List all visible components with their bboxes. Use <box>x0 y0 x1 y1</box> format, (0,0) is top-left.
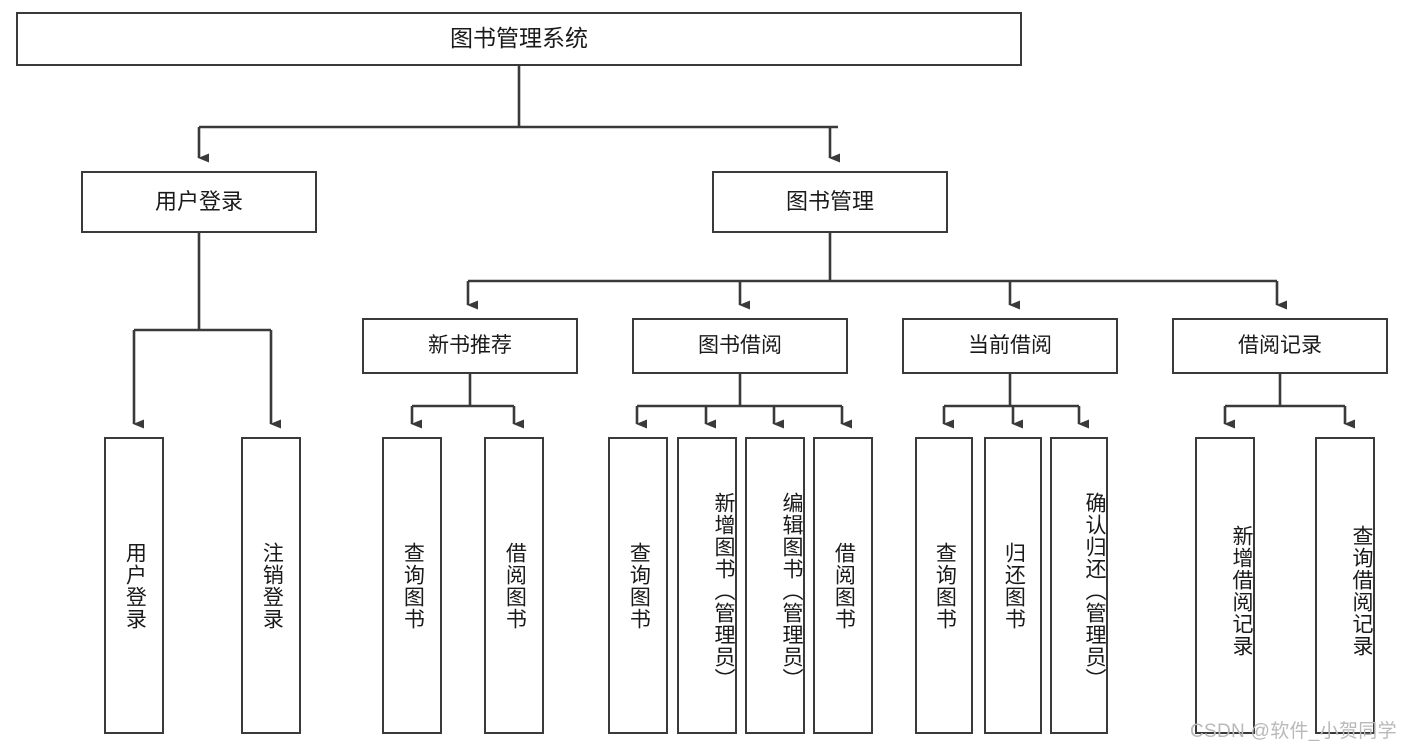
node-book-borrow[interactable]: 图书借阅 <box>632 318 848 374</box>
node-label: 查询图书 <box>933 541 957 630</box>
node-label: 注销登录 <box>260 541 284 630</box>
leaf-query-borrow-record[interactable]: 查询借阅记录 <box>1315 437 1375 734</box>
leaf-query-book-borrow[interactable]: 查询图书 <box>608 437 668 734</box>
leaf-confirm-return-admin[interactable]: 确认归还（管理员） <box>1050 437 1108 734</box>
csdn-watermark: CSDN @软件_小贺同学 <box>1190 721 1397 742</box>
node-new-book-recommend[interactable]: 新书推荐 <box>362 318 578 374</box>
node-current-borrow[interactable]: 当前借阅 <box>902 318 1118 374</box>
node-label: 查询图书 <box>401 541 425 630</box>
leaf-user-login[interactable]: 用户登录 <box>104 437 164 734</box>
node-book-management[interactable]: 图书管理 <box>712 171 948 233</box>
node-label: 用户登录 <box>123 541 147 630</box>
leaf-return-book[interactable]: 归还图书 <box>984 437 1042 734</box>
node-label: 图书管理 <box>785 189 874 215</box>
node-label: 归还图书 <box>1002 541 1026 630</box>
node-label: 查询借阅记录 <box>1350 524 1373 657</box>
node-label: 借阅图书 <box>832 541 856 630</box>
node-label: 新书推荐 <box>428 333 512 357</box>
leaf-query-book-current[interactable]: 查询图书 <box>915 437 973 734</box>
node-label: 编辑图书（管理员） <box>780 491 803 690</box>
node-label: 用户登录 <box>154 189 243 215</box>
leaf-query-book-recommend[interactable]: 查询图书 <box>382 437 442 734</box>
node-root-system[interactable]: 图书管理系统 <box>16 12 1022 66</box>
leaf-logout[interactable]: 注销登录 <box>241 437 301 734</box>
node-label: 确认归还（管理员） <box>1083 491 1106 690</box>
leaf-add-book-admin[interactable]: 新增图书（管理员） <box>677 437 737 734</box>
node-label: 当前借阅 <box>968 333 1052 357</box>
node-label: 新增借阅记录 <box>1230 524 1253 657</box>
node-user-login[interactable]: 用户登录 <box>81 171 317 233</box>
node-label: 查询图书 <box>627 541 651 630</box>
leaf-add-borrow-record[interactable]: 新增借阅记录 <box>1195 437 1255 734</box>
leaf-edit-book-admin[interactable]: 编辑图书（管理员） <box>745 437 805 734</box>
node-label: 借阅图书 <box>503 541 527 630</box>
leaf-borrow-book[interactable]: 借阅图书 <box>813 437 873 734</box>
node-label: 借阅记录 <box>1238 333 1322 357</box>
node-borrow-record[interactable]: 借阅记录 <box>1172 318 1388 374</box>
node-label: 图书管理系统 <box>450 25 588 52</box>
node-label: 图书借阅 <box>698 333 782 357</box>
node-label: 新增图书（管理员） <box>712 491 735 690</box>
leaf-borrow-book-recommend[interactable]: 借阅图书 <box>484 437 544 734</box>
